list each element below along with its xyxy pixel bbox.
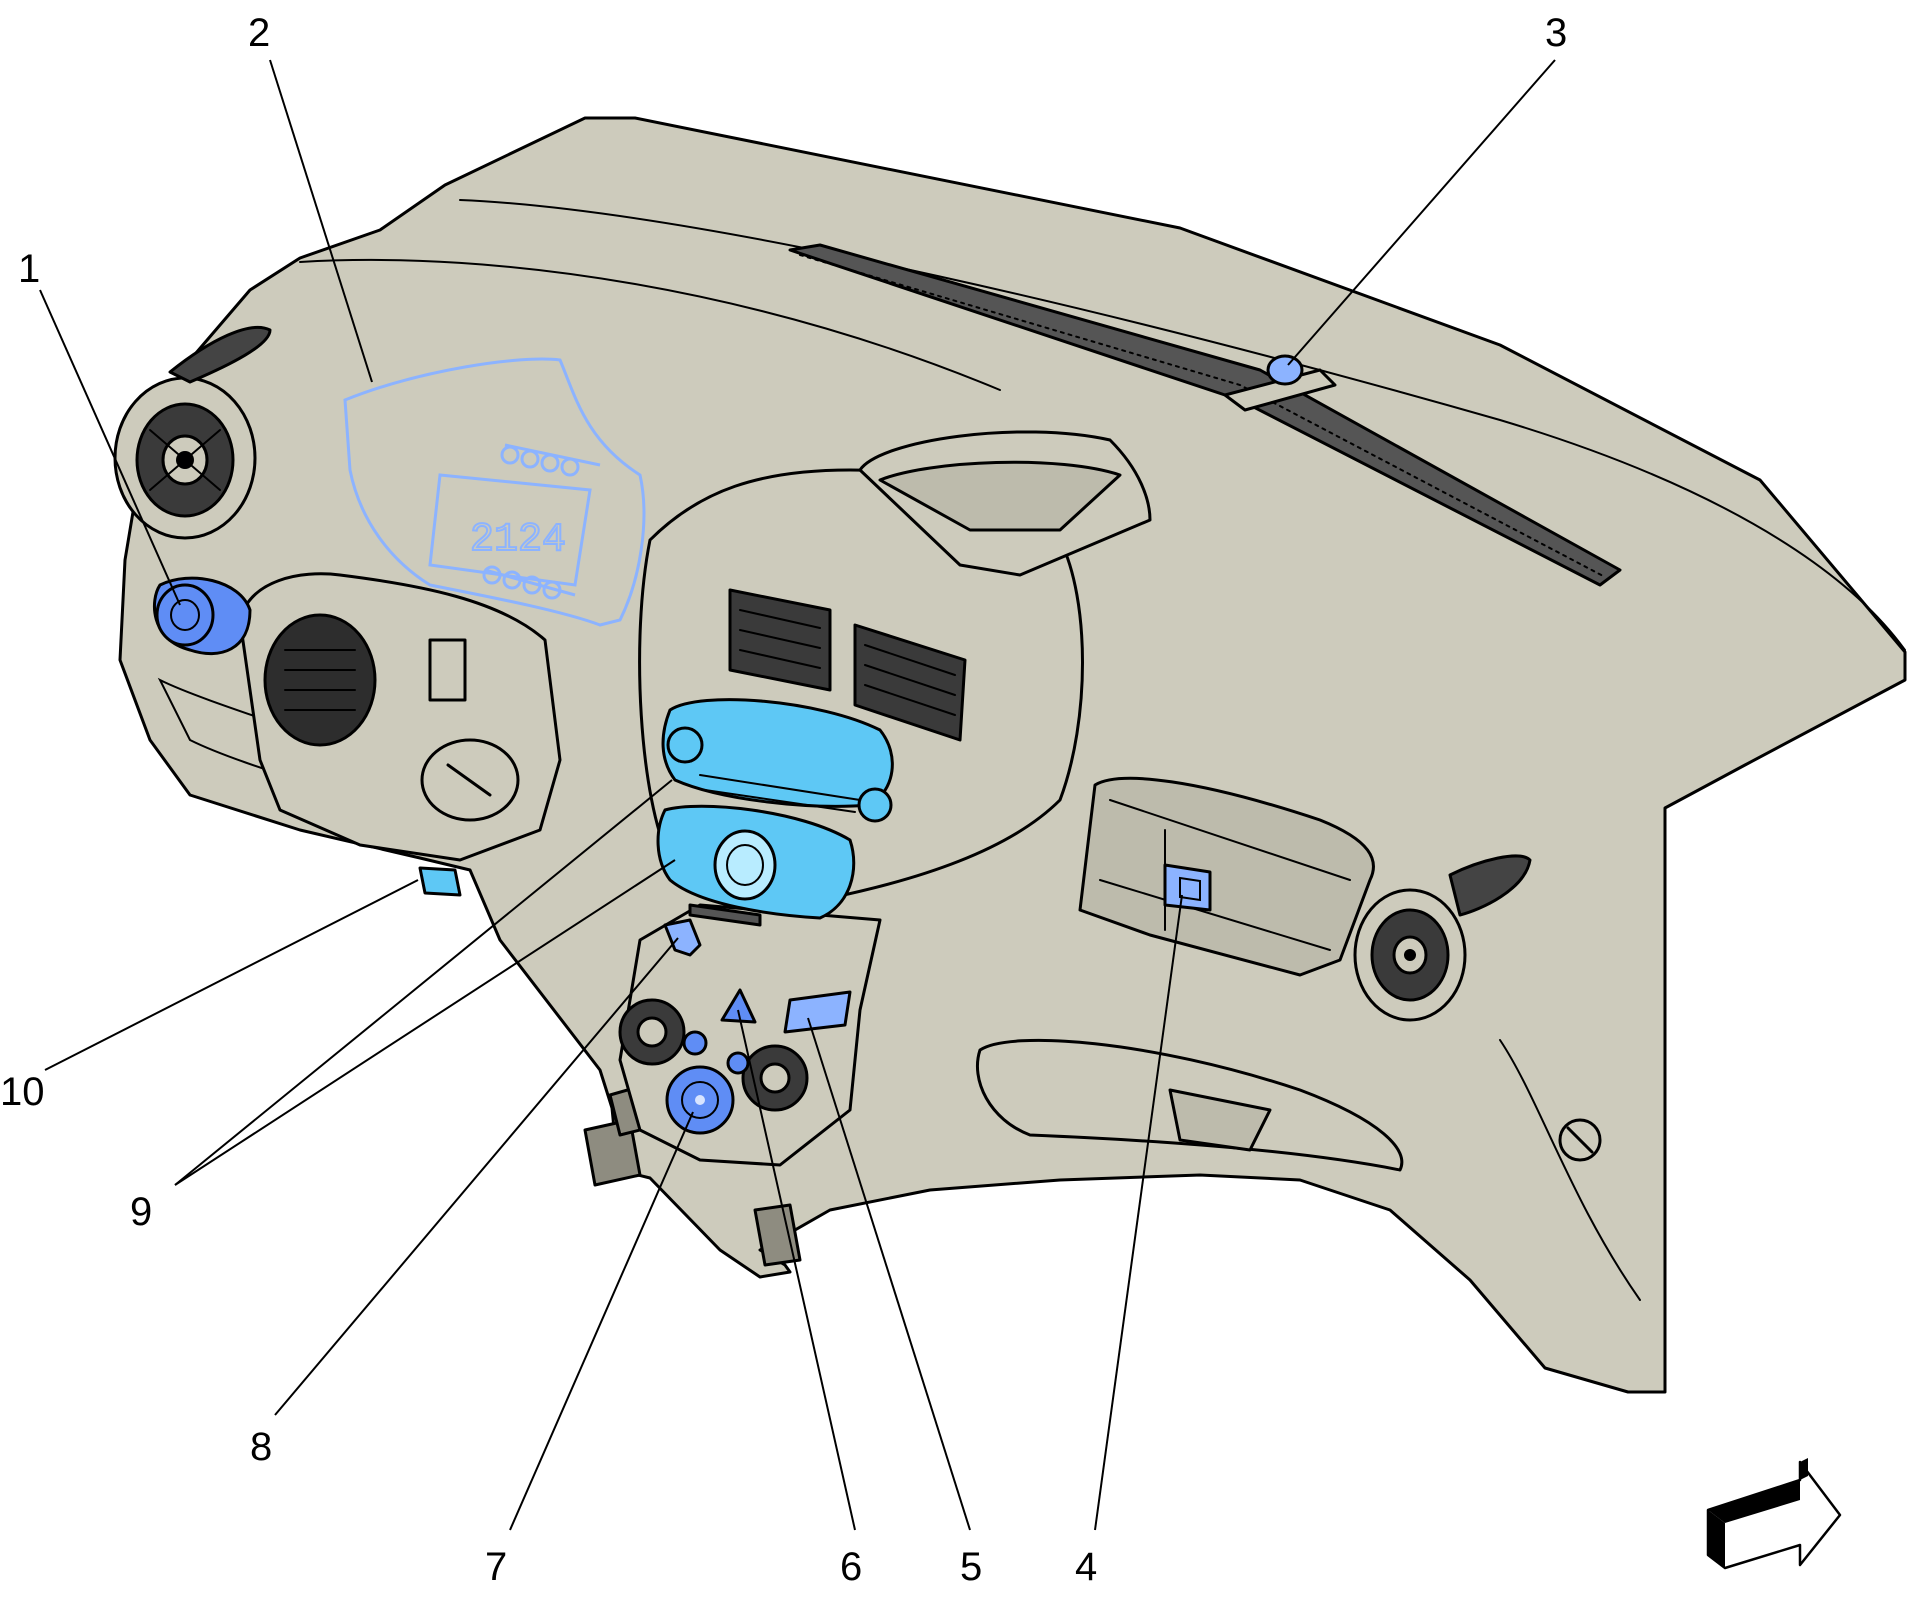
glove-box-opening (1078, 776, 1375, 977)
front-of-vehicle-arrow-icon (1706, 1458, 1842, 1570)
passenger-airbag-indicator (1163, 863, 1212, 912)
left-side-window-vent (168, 325, 272, 384)
callout-5: 5 (960, 1545, 982, 1589)
leader-7 (509, 1111, 694, 1531)
callout-numbers: 1 2 3 4 5 6 7 8 9 10 (0, 11, 1567, 1589)
radio-control-assembly (656, 698, 894, 920)
right-end-cap (1499, 1039, 1641, 1301)
leader-lines (39, 59, 1556, 1531)
callout-7: 7 (485, 1545, 507, 1589)
leader-6 (737, 1009, 856, 1531)
callout-8: 8 (250, 1425, 272, 1469)
hazard-warning-switch (720, 988, 757, 1024)
callout-1: 1 (18, 247, 40, 291)
hvac-control-knob (665, 1030, 750, 1135)
leader-3 (1287, 59, 1556, 366)
glove-box-handle (1168, 1088, 1272, 1152)
instrument-panel (113, 116, 1907, 1394)
right-hvac-knob (741, 1044, 809, 1112)
leader-9a (174, 779, 673, 1186)
center-air-vents (728, 588, 967, 742)
cluster-digital-readout: 2124 (470, 518, 566, 563)
leader-1 (39, 289, 181, 606)
right-side-window-vent (1448, 854, 1532, 917)
headlamp-switch (153, 576, 252, 656)
data-link-connector (418, 866, 462, 897)
auxiliary-switch (783, 990, 852, 1034)
storage-slot (688, 903, 762, 927)
callout-4: 4 (1075, 1545, 1097, 1589)
steering-column-shroud (238, 572, 562, 862)
top-pad-inner-edge (299, 258, 1001, 391)
ambient-light-sensor (1266, 354, 1304, 386)
left-outer-vent (113, 376, 257, 540)
callout-6: 6 (840, 1545, 862, 1589)
callout-9: 9 (130, 1190, 152, 1234)
rear-defog-switch (663, 918, 702, 957)
callout-2: 2 (248, 11, 270, 55)
leader-2 (269, 59, 373, 383)
leader-8 (274, 937, 679, 1416)
center-display-opening (878, 460, 1122, 532)
callout-3: 3 (1545, 11, 1567, 55)
leader-5 (807, 1017, 971, 1531)
left-hvac-knob (618, 998, 686, 1066)
defroster-grille-lines (799, 254, 1606, 578)
callout-10: 10 (0, 1070, 45, 1114)
instrument-cluster: 2124 (343, 357, 646, 627)
top-pad-edge (459, 199, 1906, 651)
leader-9b (174, 859, 676, 1186)
leader-10 (44, 879, 419, 1071)
right-outer-vent (1353, 888, 1467, 1022)
highlighted-components: 2124 (153, 354, 1304, 1135)
leader-4 (1094, 894, 1183, 1531)
